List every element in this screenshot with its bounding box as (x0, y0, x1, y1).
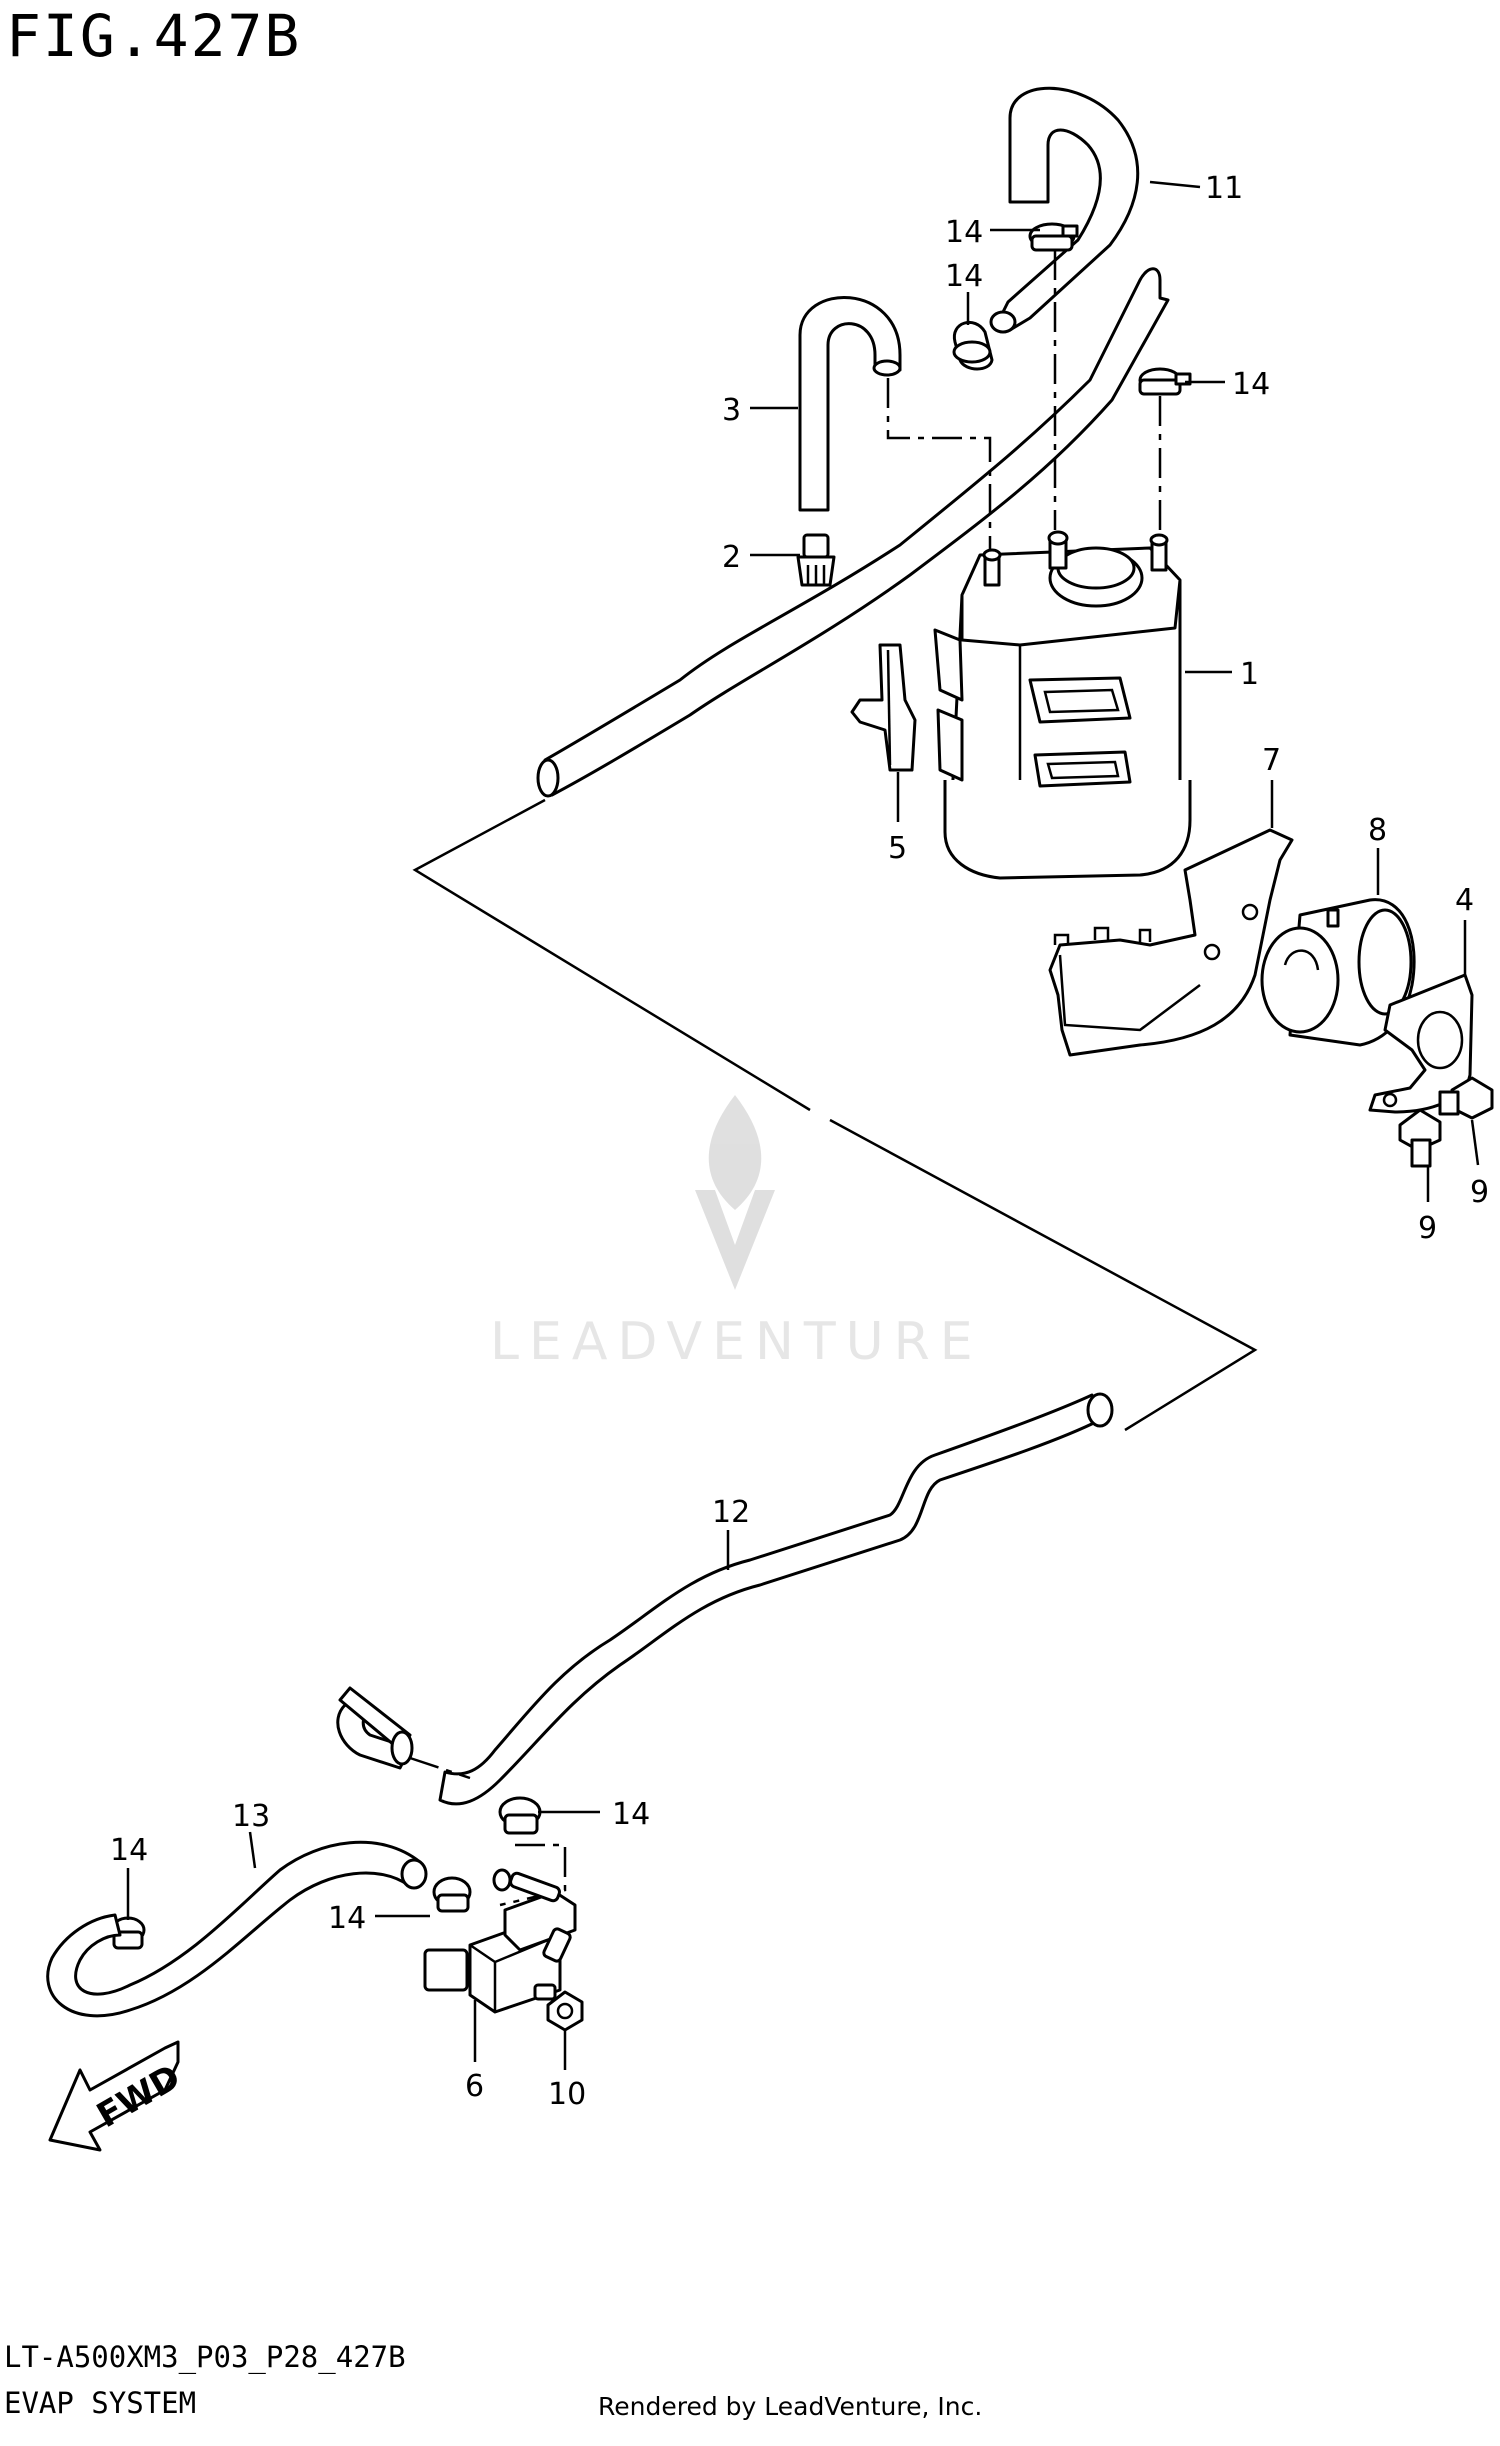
clamp-14-left[interactable] (952, 321, 994, 371)
fwd-arrow-icon: FWD (48, 2040, 187, 2152)
bracket-5[interactable] (850, 643, 917, 772)
solenoid-valve-6[interactable] (423, 1868, 577, 2014)
callout-14-right: 14 (1232, 367, 1270, 402)
callout-10: 10 (548, 2077, 586, 2112)
clamp-14-top[interactable] (1028, 222, 1079, 252)
hose-break-line (412, 798, 1258, 1432)
callout-14-top: 14 (945, 215, 983, 250)
callout-4: 4 (1455, 883, 1474, 918)
clamp-14-valve[interactable] (432, 1876, 472, 1913)
figure-title: FIG.427B (6, 2, 302, 70)
callout-12: 12 (712, 1495, 750, 1530)
bracket-7[interactable] (1048, 828, 1294, 1057)
callout-6: 6 (465, 2069, 484, 2104)
clamp-14-right[interactable] (1138, 367, 1192, 396)
hose-12-end[interactable] (336, 1686, 414, 1770)
callout-14-mid: 14 (612, 1797, 650, 1832)
model-code: LT-A500XM3_P03_P28_427B (4, 2340, 406, 2374)
callout-14-valve: 14 (328, 1901, 366, 1936)
clamp-14-mid[interactable] (498, 1796, 542, 1835)
clip-4[interactable] (1368, 973, 1474, 1114)
callout-3: 3 (722, 393, 741, 428)
callout-8: 8 (1368, 813, 1387, 848)
leadventure-watermark-logo-icon (695, 1095, 775, 1290)
screw-9-right[interactable] (1438, 1076, 1494, 1120)
system-name: EVAP SYSTEM (4, 2386, 197, 2420)
fitting-2[interactable] (796, 533, 836, 587)
callout-5: 5 (888, 831, 907, 866)
watermark-text: LEADVENTURE (490, 1312, 983, 1372)
callout-14-left: 14 (945, 259, 983, 294)
callout-2: 2 (722, 540, 741, 575)
rendered-by: Rendered by LeadVenture, Inc. (598, 2392, 983, 2421)
connection-lines-upper (886, 250, 1162, 555)
screw-9-left[interactable] (1398, 1108, 1442, 1168)
callout-1: 1 (1240, 657, 1259, 692)
leader-lines (126, 180, 1480, 2070)
callout-13: 13 (232, 1799, 270, 1834)
callout-9-right: 9 (1470, 1175, 1489, 1210)
hose-12-lower-segment[interactable] (438, 1392, 1114, 1806)
hose-3[interactable] (798, 296, 902, 512)
nut-10[interactable] (546, 1990, 584, 2032)
hose-12-upper-segment[interactable] (536, 267, 1170, 798)
callout-numbers: 11 14 14 14 3 2 1 5 7 8 4 9 9 12 14 13 1… (110, 171, 1489, 2112)
hose-11[interactable] (989, 86, 1140, 334)
connection-lines-lower (409, 1756, 567, 1907)
grommet-8[interactable] (1260, 898, 1416, 1047)
callout-11: 11 (1205, 171, 1243, 206)
callout-9-left: 9 (1418, 1211, 1437, 1246)
callout-7: 7 (1262, 743, 1281, 778)
callout-14-lower-left: 14 (110, 1833, 148, 1868)
canister-1[interactable] (933, 530, 1192, 880)
hose-13[interactable] (46, 1840, 428, 2018)
